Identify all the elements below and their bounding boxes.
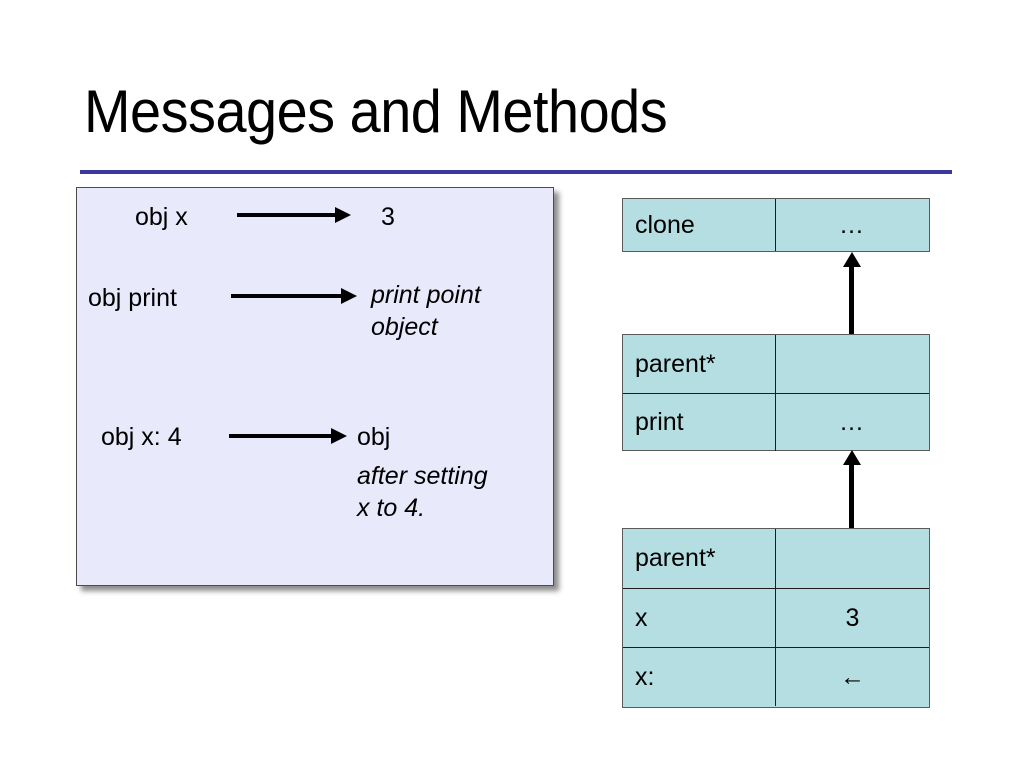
slot-key: parent* [623, 529, 776, 588]
parent-pointer-arrow-upper-icon [843, 252, 861, 374]
slot-key: parent* [623, 335, 776, 393]
slot-key: clone [623, 199, 776, 251]
table-row: x 3 [623, 588, 929, 647]
slot-value: … [839, 408, 866, 436]
message-label-0: obj x [135, 203, 188, 231]
table-row: parent* [623, 529, 929, 588]
table-row: clone … [623, 199, 929, 251]
table-row: x: ← [623, 647, 929, 706]
slot-value [776, 335, 929, 393]
message-result-0: 3 [381, 203, 395, 231]
page-title: Messages and Methods [84, 78, 668, 145]
title-divider-rule [80, 170, 952, 174]
message-result-2-plain: obj [357, 423, 391, 451]
message-label-1: obj print [88, 284, 177, 312]
slot-value: 3 [845, 603, 860, 632]
right-arrow-icon-2 [229, 428, 347, 444]
slot-key: x [623, 589, 776, 647]
message-result-1: print point object [371, 281, 481, 341]
message-result-2: after setting x to 4. [357, 462, 488, 522]
message-examples-panel: obj x 3 obj print print point object obj… [76, 187, 554, 586]
right-arrow-icon-1 [231, 288, 357, 304]
slot-value [776, 529, 929, 588]
slot-value: … [839, 210, 866, 239]
table-row: parent* [623, 335, 929, 393]
point-instance-table: parent* x 3 x: ← [622, 528, 930, 708]
slot-value-assignment-arrow: ← [840, 662, 865, 691]
slot-key: x: [623, 648, 776, 706]
parent-pointer-arrow-lower-icon [843, 450, 861, 568]
table-row: print … [623, 393, 929, 451]
point-prototype-table: parent* print … [622, 334, 930, 451]
clone-object-table: clone … [622, 198, 930, 252]
slot-key: print [623, 394, 776, 451]
message-label-2: obj x: 4 [101, 423, 182, 451]
right-arrow-icon-0 [237, 207, 351, 223]
